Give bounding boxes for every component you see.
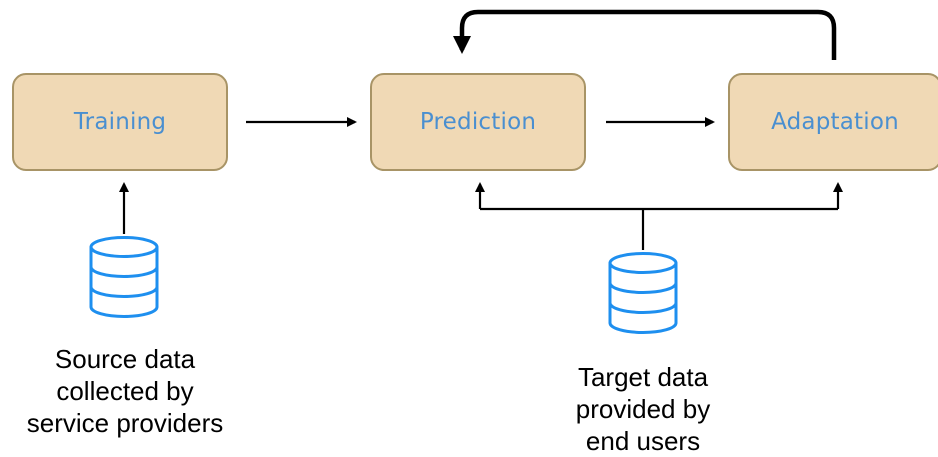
target-caption-line-3: end users	[585, 426, 701, 456]
target-data-caption: Target data provided by end users	[538, 361, 748, 457]
prediction-label: Prediction	[419, 109, 537, 135]
source-caption-line-3: service providers	[26, 408, 224, 438]
training-label: Training	[73, 109, 167, 135]
arrow-feedback-loop	[453, 9, 837, 60]
adaptation-label: Adaptation	[771, 109, 899, 135]
connector-target-to-prediction-and-adaptation	[475, 182, 843, 250]
source-caption-line-2: collected by	[56, 376, 194, 406]
source-data-caption: Source data collected by service provide…	[20, 343, 230, 439]
adaptation-box: Adaptation	[728, 73, 938, 171]
target-caption-line-1: Target data	[577, 362, 709, 392]
source-database-icon	[89, 236, 159, 318]
target-caption-line-2: provided by	[575, 394, 711, 424]
source-caption-line-1: Source data	[54, 344, 196, 374]
prediction-box: Prediction	[370, 73, 586, 171]
training-box: Training	[12, 73, 228, 171]
target-database-icon	[608, 252, 678, 334]
